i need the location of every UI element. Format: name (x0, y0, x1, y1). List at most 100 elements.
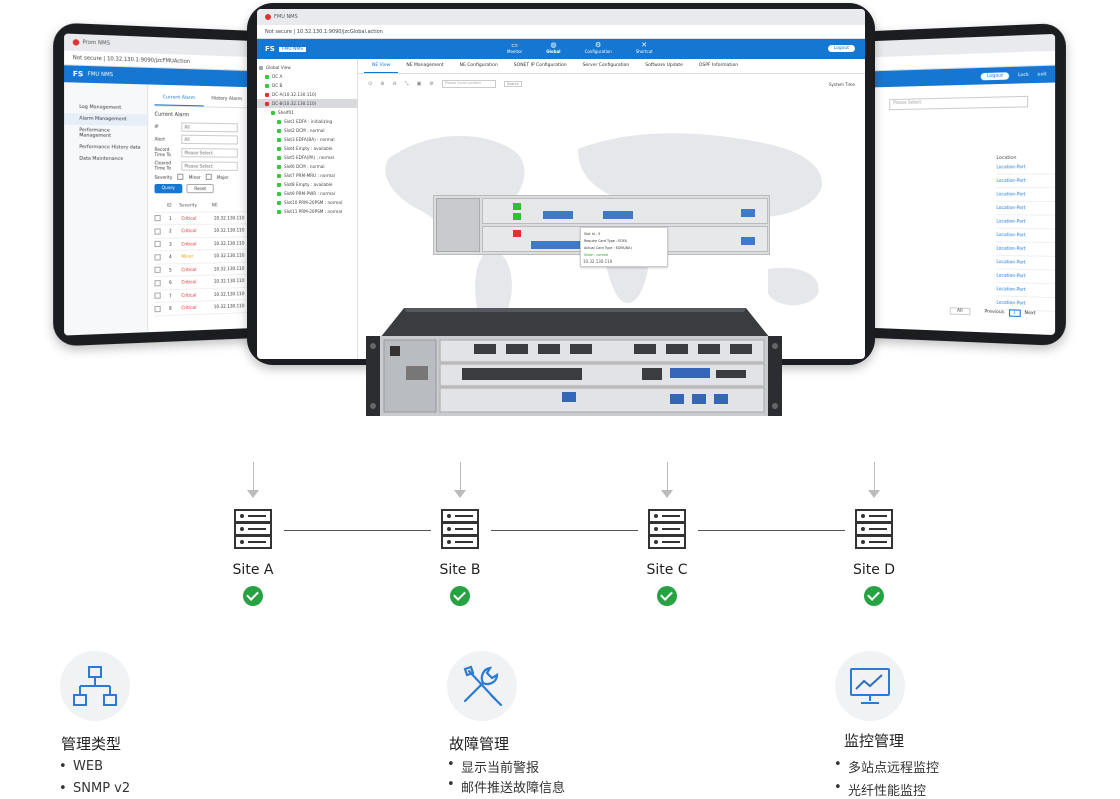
alarm-tab[interactable]: Current Alarm (154, 91, 203, 107)
ne-tab[interactable]: SONET IP Configuration (506, 59, 575, 73)
product-name: FMU NMS (88, 71, 113, 78)
product-name: FMU NMS (279, 47, 306, 52)
site-label: Site D (824, 562, 924, 578)
tree-node[interactable]: Slot3 EDFA(BA) : normal (257, 135, 357, 144)
tooltip-require: Require Card Type : EDFA (584, 238, 664, 245)
tree-node[interactable]: Slot10 PRM-20PSM : normal (257, 198, 357, 207)
row-checkbox[interactable] (154, 228, 160, 234)
node-status-icon (277, 147, 281, 151)
check-icon (657, 586, 677, 606)
tree-node[interactable]: Slot4 Empty : available (257, 144, 357, 153)
nav-item[interactable]: ⚙Configuration (585, 41, 612, 54)
logout-button[interactable]: Logout (981, 72, 1010, 80)
filter-input[interactable]: Please Select (181, 148, 237, 158)
zoom-out-icon[interactable]: ⊖ (392, 81, 396, 87)
tree-node[interactable]: DC A (257, 72, 357, 81)
ne-tab[interactable]: Software Update (637, 59, 691, 73)
next-page[interactable]: Next (1024, 311, 1035, 317)
zoom-in-icon[interactable]: ⊕ (380, 81, 384, 87)
row-checkbox[interactable] (154, 306, 160, 312)
tree-node[interactable]: Slot8 Empty : available (257, 180, 357, 189)
filter-select[interactable]: Please Select (889, 96, 1028, 110)
chassis-panel (436, 198, 480, 252)
location-link[interactable]: Location-Port (996, 229, 1055, 243)
row-checkbox[interactable] (154, 241, 160, 247)
tooltip-state: State : normal (584, 252, 664, 259)
tree-node[interactable]: Slot11 PRM-20PSM : normal (257, 207, 357, 216)
tree-node[interactable]: DC-B(10.32.130.110) (257, 99, 357, 108)
fit-icon[interactable]: ⤡ (405, 81, 409, 87)
exit-button[interactable]: exit (1037, 72, 1046, 78)
feature-title-management-type: 管理类型 (61, 733, 121, 754)
location-link[interactable]: Location-Port (996, 256, 1055, 271)
ne-tab[interactable]: NE View (364, 59, 398, 73)
row-checkbox[interactable] (154, 267, 160, 273)
ne-tab[interactable]: NE Management (398, 59, 451, 73)
tree-node[interactable]: Slot7 PRM-MRU : normal (257, 171, 357, 180)
location-link[interactable]: Location-Port (996, 174, 1055, 188)
tree-node[interactable]: DC-A(10.32.130.110) (257, 90, 357, 99)
row-checkbox[interactable] (154, 293, 160, 299)
check-icon (864, 586, 884, 606)
left-menu: Log ManagementAlarm ManagementPerformanc… (64, 82, 148, 335)
tree-node[interactable]: Slot5 EDFA(PA) : normal (257, 153, 357, 162)
menu-item[interactable]: Data Maintenance (64, 153, 147, 165)
tree-node[interactable]: Slot6 DCM : normal (257, 162, 357, 171)
tree-node[interactable]: Global View (257, 63, 357, 72)
nav-item[interactable]: ✕Shortcut (636, 41, 653, 54)
tooltip-slot: Slot Id : 3 (584, 231, 664, 238)
ne-tab[interactable]: NE Configuration (452, 59, 506, 73)
status-led (513, 213, 521, 220)
nav-item[interactable]: ◍Global (546, 41, 560, 54)
lock-button[interactable]: Lock (1018, 72, 1029, 78)
location-link[interactable]: Location-Port (996, 161, 1055, 175)
tree-node[interactable]: Slot1 EDFA : initializing (257, 117, 357, 126)
address-bar[interactable]: Not secure | 10.32.130.1:9090/jzcGlobal.… (257, 25, 865, 39)
alarm-tab[interactable]: History Alarm (203, 92, 250, 107)
server-icon (440, 508, 480, 552)
row-ne: 10.32.130.110 (214, 253, 245, 259)
filter-input[interactable]: Please Select (181, 161, 237, 170)
row-severity: Minor (181, 253, 213, 259)
tree-node[interactable]: DC B (257, 81, 357, 90)
search-button[interactable]: Search (504, 81, 522, 87)
location-link[interactable]: Location-Port (996, 188, 1055, 202)
location-link[interactable]: Location-Port (996, 242, 1055, 257)
tree-node[interactable]: Slot2 DCM : normal (257, 126, 357, 135)
save-icon[interactable]: ▣ (417, 81, 422, 87)
locate-icon[interactable]: ⊙ (368, 81, 372, 87)
gear-icon: ⚙ (595, 41, 601, 49)
minor-checkbox[interactable] (178, 174, 184, 180)
query-button[interactable]: Query (154, 184, 182, 193)
menu-item[interactable]: Performance History data (64, 142, 147, 154)
feature-circle (835, 651, 905, 721)
filter-input[interactable]: All (181, 122, 237, 132)
ne-tab[interactable]: OSPF Information (691, 59, 746, 73)
reset-button[interactable]: Reset (186, 184, 214, 193)
tree-node[interactable]: Shelf01 (257, 108, 357, 117)
tree-node[interactable]: Slot9 PRM-PWR : normal (257, 189, 357, 198)
row-severity: Critical (181, 279, 213, 285)
ne-tab[interactable]: Server Configuration (575, 59, 638, 73)
search-input[interactable]: Please input content (442, 80, 496, 88)
row-checkbox[interactable] (154, 280, 160, 286)
row-checkbox[interactable] (154, 254, 160, 260)
page-size-select[interactable]: All (950, 307, 970, 315)
logout-button[interactable]: Logout (828, 45, 855, 52)
row-checkbox[interactable] (154, 215, 160, 221)
prev-page[interactable]: Previous (984, 309, 1004, 315)
menu-item[interactable]: Performance Management (64, 125, 147, 143)
location-link[interactable]: Location-Port (996, 202, 1055, 216)
major-checkbox[interactable] (206, 174, 212, 180)
rack-device (366, 306, 782, 416)
current-page[interactable]: 1 (1009, 309, 1021, 317)
nav-label: Global (546, 49, 560, 54)
nav-item[interactable]: ▭Monitor (507, 41, 522, 54)
filter-input[interactable]: All (181, 135, 237, 145)
browser-tab[interactable]: Prom NMS (82, 39, 109, 46)
location-link[interactable]: Location-Port (996, 215, 1055, 229)
browser-tab[interactable]: FMU NMS (274, 14, 298, 20)
status-led (513, 203, 521, 210)
settings-icon[interactable]: ⚙ (429, 81, 433, 87)
minor-option: Minor (189, 174, 201, 179)
